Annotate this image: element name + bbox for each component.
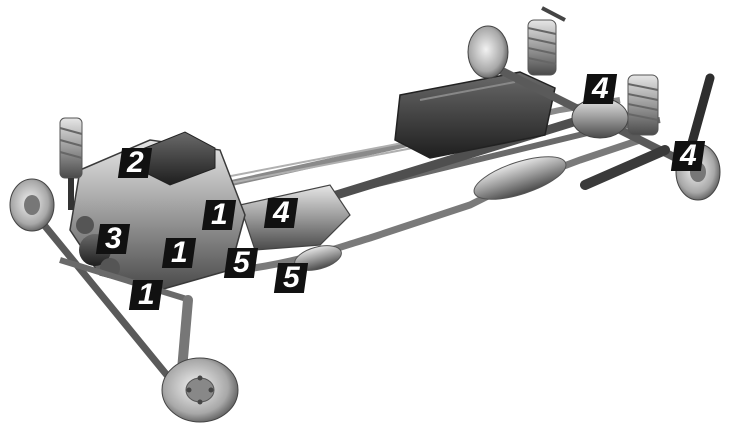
callout-label: 1 xyxy=(161,236,197,269)
callout-label: 4 xyxy=(263,196,299,229)
callout-label: 1 xyxy=(128,278,164,311)
callout-label: 5 xyxy=(273,261,309,294)
callout-label: 3 xyxy=(95,222,131,255)
front-lower-arm xyxy=(59,257,191,303)
rear-brake-drum-left xyxy=(467,25,509,79)
rear-trailing-arm xyxy=(580,145,670,190)
front-brake-disc-left xyxy=(9,178,55,232)
rear-coil-spring-right xyxy=(627,74,659,136)
front-strut-left xyxy=(59,117,83,210)
steering-rack xyxy=(36,216,179,389)
callout-label: 2 xyxy=(117,146,153,179)
rear-muffler xyxy=(473,156,567,200)
fuel-tank xyxy=(394,71,556,159)
callout-label: 4 xyxy=(670,139,706,172)
callout-label: 5 xyxy=(223,246,259,279)
callout-label: 4 xyxy=(582,72,618,105)
callout-label: 1 xyxy=(201,198,237,231)
front-strut-right xyxy=(177,295,193,375)
front-brake-disc-right xyxy=(161,357,239,423)
rear-shock-absorber xyxy=(685,73,715,155)
rear-coil-spring-left xyxy=(527,6,566,76)
